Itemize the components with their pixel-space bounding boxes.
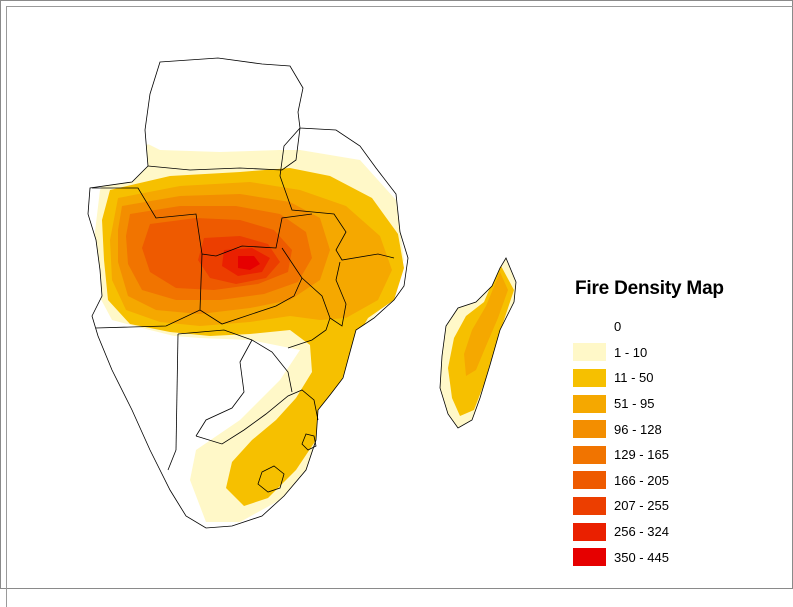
legend-label: 51 - 95 [614,396,655,412]
legend-swatch [573,317,606,336]
legend-label: 96 - 128 [614,421,662,437]
mainland-coastline [87,57,409,529]
legend-swatch [573,420,606,439]
legend-item: 96 - 128 [573,416,783,442]
legend-title: Fire Density Map [575,278,724,299]
density-zone-350-445 [238,256,260,270]
border-line [279,127,395,261]
swaziland-border [301,433,317,451]
legend-item: 350 - 445 [573,544,783,570]
legend-swatch [573,548,606,567]
legend-label: 11 - 50 [614,370,654,386]
legend-label: 166 - 205 [614,472,669,488]
border-line [147,127,301,171]
country-borders [87,57,517,529]
legend-items: 0 1 - 10 11 - 50 51 - 95 96 - 128 129 - … [573,314,783,570]
lesotho-border [257,465,285,493]
map-data-frame [6,6,793,607]
dry-southwest-zone [90,330,270,510]
fire-density-map [87,57,517,529]
madagascar-coastline [439,257,517,429]
legend-item: 1 - 10 [573,340,783,366]
legend-item: 11 - 50 [573,365,783,391]
legend-swatch [573,496,606,515]
legend-swatch [573,394,606,413]
fire-density-madagascar [440,258,516,428]
border-line [92,187,313,257]
legend-item: 51 - 95 [573,391,783,417]
border-line [175,333,179,451]
border-line [199,247,303,325]
border-line [167,449,177,471]
legend-item: 166 - 205 [573,468,783,494]
border-line [287,317,331,349]
legend-label: 350 - 445 [614,549,669,565]
legend-swatch [573,471,606,490]
border-line [177,329,293,393]
border-line [195,339,253,437]
dry-north-zone [140,58,310,152]
legend-item: 256 - 324 [573,519,783,545]
legend-label: 1 - 10 [614,344,648,360]
legend-swatch [573,445,606,464]
legend-label: 256 - 324 [614,524,669,540]
legend-swatch [573,343,606,362]
legend-swatch [573,522,606,541]
border-line [195,389,319,445]
fire-density-mainland [90,58,404,522]
legend-item: 0 [573,314,783,340]
legend-label: 0 [614,319,622,335]
legend-label: 207 - 255 [614,498,669,514]
legend-swatch [573,368,606,387]
border-line [95,253,203,329]
legend-label: 129 - 165 [614,447,669,463]
border-line [301,261,347,327]
madagascar-zone-51-95 [464,272,508,376]
legend-item: 129 - 165 [573,442,783,468]
map-legend: Fire Density Map 0 1 - 10 11 - 50 51 - 9… [573,278,783,570]
legend-item: 207 - 255 [573,493,783,519]
